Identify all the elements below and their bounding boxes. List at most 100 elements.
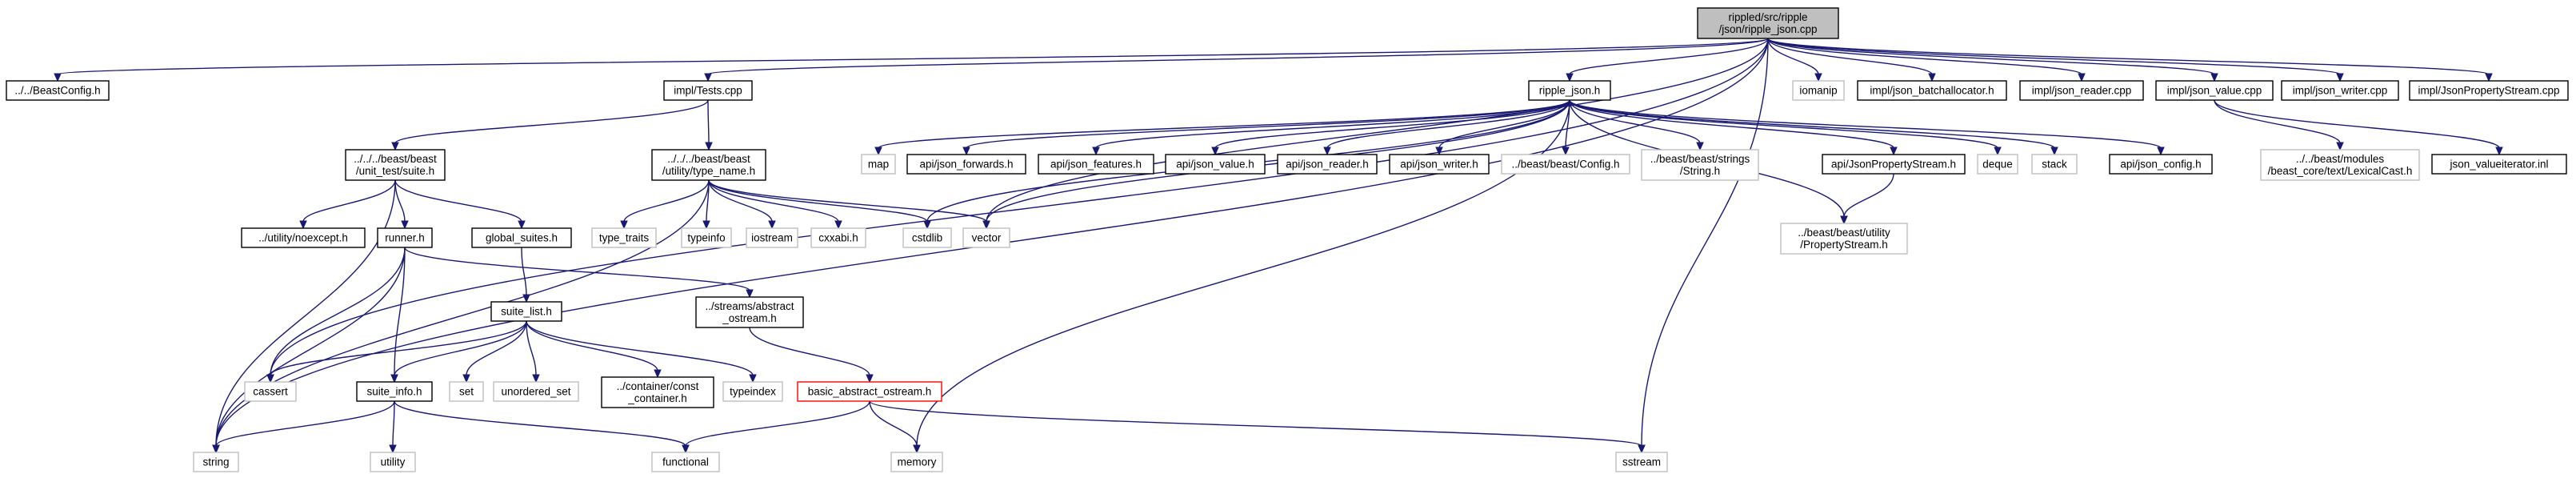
node-vector: vector xyxy=(962,227,1010,248)
node-json_writer_cpp[interactable]: impl/json_writer.cpp xyxy=(2281,80,2399,101)
node-box-sstream xyxy=(1615,452,1668,472)
node-label-api_json_writer-0: api/json_writer.h xyxy=(1400,159,1478,171)
node-label-valueiterator-0: json_valueiterator.inl xyxy=(2449,159,2548,171)
node-json_reader_cpp[interactable]: impl/json_reader.cpp xyxy=(2019,80,2144,101)
node-box-jsonpropstream_cpp[interactable] xyxy=(2409,80,2569,101)
node-box-lexicalcast xyxy=(2260,149,2420,181)
node-box-api_json_reader[interactable] xyxy=(1277,154,1378,175)
edge-ripple_json_h-to-memory xyxy=(916,99,1570,447)
node-noexcept[interactable]: ../utility/noexcept.h xyxy=(241,227,366,248)
edge-tests-to-type_name_h xyxy=(707,99,710,144)
node-label-ripple_json_h-0: ripple_json.h xyxy=(1539,85,1601,97)
node-api_json_forwards[interactable]: api/json_forwards.h xyxy=(906,154,1026,175)
node-box-basic_abstract[interactable] xyxy=(797,381,942,402)
node-runner_h[interactable]: runner.h xyxy=(377,227,433,248)
node-api_jsonpropstream[interactable]: api/JsonPropertyStream.h xyxy=(1822,154,1966,175)
node-label-api_json_config-0: api/json_config.h xyxy=(2120,159,2201,171)
node-box-suite_info[interactable] xyxy=(356,381,433,402)
node-box-api_json_config[interactable] xyxy=(2109,154,2213,175)
edge-root-to-batchallocator xyxy=(1767,38,1933,75)
node-label-api_json_value-0: api/json_value.h xyxy=(1176,159,1254,171)
node-api_json_value[interactable]: api/json_value.h xyxy=(1165,154,1266,175)
edge-ripple_json_h-to-api_json_features xyxy=(1095,99,1570,149)
node-box-global_suites[interactable] xyxy=(471,227,572,248)
node-api_json_writer[interactable]: api/json_writer.h xyxy=(1389,154,1490,175)
node-label-vector-0: vector xyxy=(972,232,1002,244)
node-box-streams_abstract[interactable] xyxy=(695,296,804,328)
node-box-valueiterator[interactable] xyxy=(2431,154,2567,175)
node-box-beast_strings xyxy=(1641,149,1759,181)
node-label-type_name_h-0: ../../../beast/beast xyxy=(667,153,750,165)
node-basic_abstract[interactable]: basic_abstract_ostream.h xyxy=(797,381,942,402)
node-suite_h[interactable]: ../../../beast/beast/unit_test/suite.h xyxy=(345,149,446,181)
node-label-string-0: string xyxy=(202,456,229,468)
node-suite_info[interactable]: suite_info.h xyxy=(356,381,433,402)
node-box-noexcept[interactable] xyxy=(241,227,366,248)
node-api_json_config[interactable]: api/json_config.h xyxy=(2109,154,2213,175)
node-box-api_json_value[interactable] xyxy=(1165,154,1266,175)
arrowhead-type_name_h-to-type_traits xyxy=(620,220,628,230)
edge-tests-to-suite_h xyxy=(394,99,709,144)
node-box-api_json_features[interactable] xyxy=(1038,154,1154,175)
edge-ripple_json_h-to-api_jsonpropstream xyxy=(1569,99,1894,149)
arrowhead-suite_list-to-cassert xyxy=(266,374,274,384)
node-label-global_suites-0: global_suites.h xyxy=(486,232,558,244)
node-api_json_reader[interactable]: api/json_reader.h xyxy=(1277,154,1378,175)
node-box-json_writer_cpp[interactable] xyxy=(2281,80,2399,101)
edge-json_value_cpp-to-valueiterator xyxy=(2214,99,2500,149)
node-beastconfig[interactable]: ../../BeastConfig.h xyxy=(6,80,110,101)
node-label-cxxabi-0: cxxabi.h xyxy=(818,232,858,244)
node-global_suites[interactable]: global_suites.h xyxy=(471,227,572,248)
arrowhead-ripple_json_h-to-api_json_value xyxy=(1211,147,1219,156)
node-const_container[interactable]: ../container/const_container.h xyxy=(601,376,714,408)
arrowhead-ripple_json_h-to-api_jsonpropstream xyxy=(1890,147,1898,156)
node-box-deque xyxy=(1977,154,2018,175)
node-ripple_json_h[interactable]: ripple_json.h xyxy=(1528,80,1611,101)
node-batchallocator[interactable]: impl/json_batchallocator.h xyxy=(1857,80,2007,101)
node-label-suite_h-1: /unit_test/suite.h xyxy=(356,165,434,177)
node-box-const_container[interactable] xyxy=(601,376,714,408)
node-jsonpropstream_cpp[interactable]: impl/JsonPropertyStream.cpp xyxy=(2409,80,2569,101)
edge-suite_h-to-noexcept xyxy=(302,179,396,223)
node-valueiterator[interactable]: json_valueiterator.inl xyxy=(2431,154,2567,175)
node-json_value_cpp[interactable]: impl/json_value.cpp xyxy=(2155,80,2274,101)
edge-basic_abstract-to-memory xyxy=(869,400,918,447)
node-typeindex: typeindex xyxy=(722,381,783,402)
node-box-api_jsonpropstream[interactable] xyxy=(1822,154,1966,175)
node-string: string xyxy=(193,452,239,472)
node-suite_list[interactable]: suite_list.h xyxy=(490,301,562,322)
node-box-runner_h[interactable] xyxy=(377,227,433,248)
edge-suite_list-to-unordered_set xyxy=(526,320,537,376)
node-streams_abstract[interactable]: ../streams/abstract_ostream.h xyxy=(695,296,804,328)
node-box-memory xyxy=(890,452,943,472)
node-box-suite_h[interactable] xyxy=(345,149,446,181)
node-label-runner_h-0: runner.h xyxy=(385,232,425,244)
arrowhead-root-to-batchallocator xyxy=(1928,73,1936,82)
node-label-deque-0: deque xyxy=(1982,159,2013,171)
node-label-set-0: set xyxy=(459,386,474,398)
edge-type_name_h-to-iostream xyxy=(708,179,773,223)
node-box-batchallocator[interactable] xyxy=(1857,80,2007,101)
node-box-beastconfig[interactable] xyxy=(6,80,110,101)
node-label-propstream-1: /PropertyStream.h xyxy=(1800,239,1888,251)
node-box-json_reader_cpp[interactable] xyxy=(2019,80,2144,101)
node-label-map-0: map xyxy=(868,159,889,171)
node-box-suite_list[interactable] xyxy=(490,301,562,322)
arrowhead-root-to-ripple_json_h xyxy=(1566,73,1574,82)
node-box-type_name_h[interactable] xyxy=(651,149,766,181)
edge-json_value_cpp-to-lexicalcast xyxy=(2214,99,2341,144)
node-box-api_json_writer[interactable] xyxy=(1389,154,1490,175)
node-api_json_features[interactable]: api/json_features.h xyxy=(1038,154,1154,175)
node-box-json_value_cpp[interactable] xyxy=(2155,80,2274,101)
node-box-utility xyxy=(370,452,416,472)
node-type_name_h[interactable]: ../../../beast/beast/utility/type_name.h xyxy=(651,149,766,181)
edge-suite_list-to-typeindex xyxy=(526,320,754,376)
node-box-ripple_json_h[interactable] xyxy=(1528,80,1611,101)
arrowhead-streams_abstract-to-basic_abstract xyxy=(866,374,874,384)
node-tests[interactable]: impl/Tests.cpp xyxy=(663,80,753,101)
edge-root-to-beastconfig xyxy=(57,38,1769,75)
node-box-tests[interactable] xyxy=(663,80,753,101)
node-box-api_json_forwards[interactable] xyxy=(906,154,1026,175)
arrowhead-json_value_cpp-to-valueiterator xyxy=(2495,147,2503,156)
arrowhead-suite_h-to-noexcept xyxy=(299,220,307,230)
